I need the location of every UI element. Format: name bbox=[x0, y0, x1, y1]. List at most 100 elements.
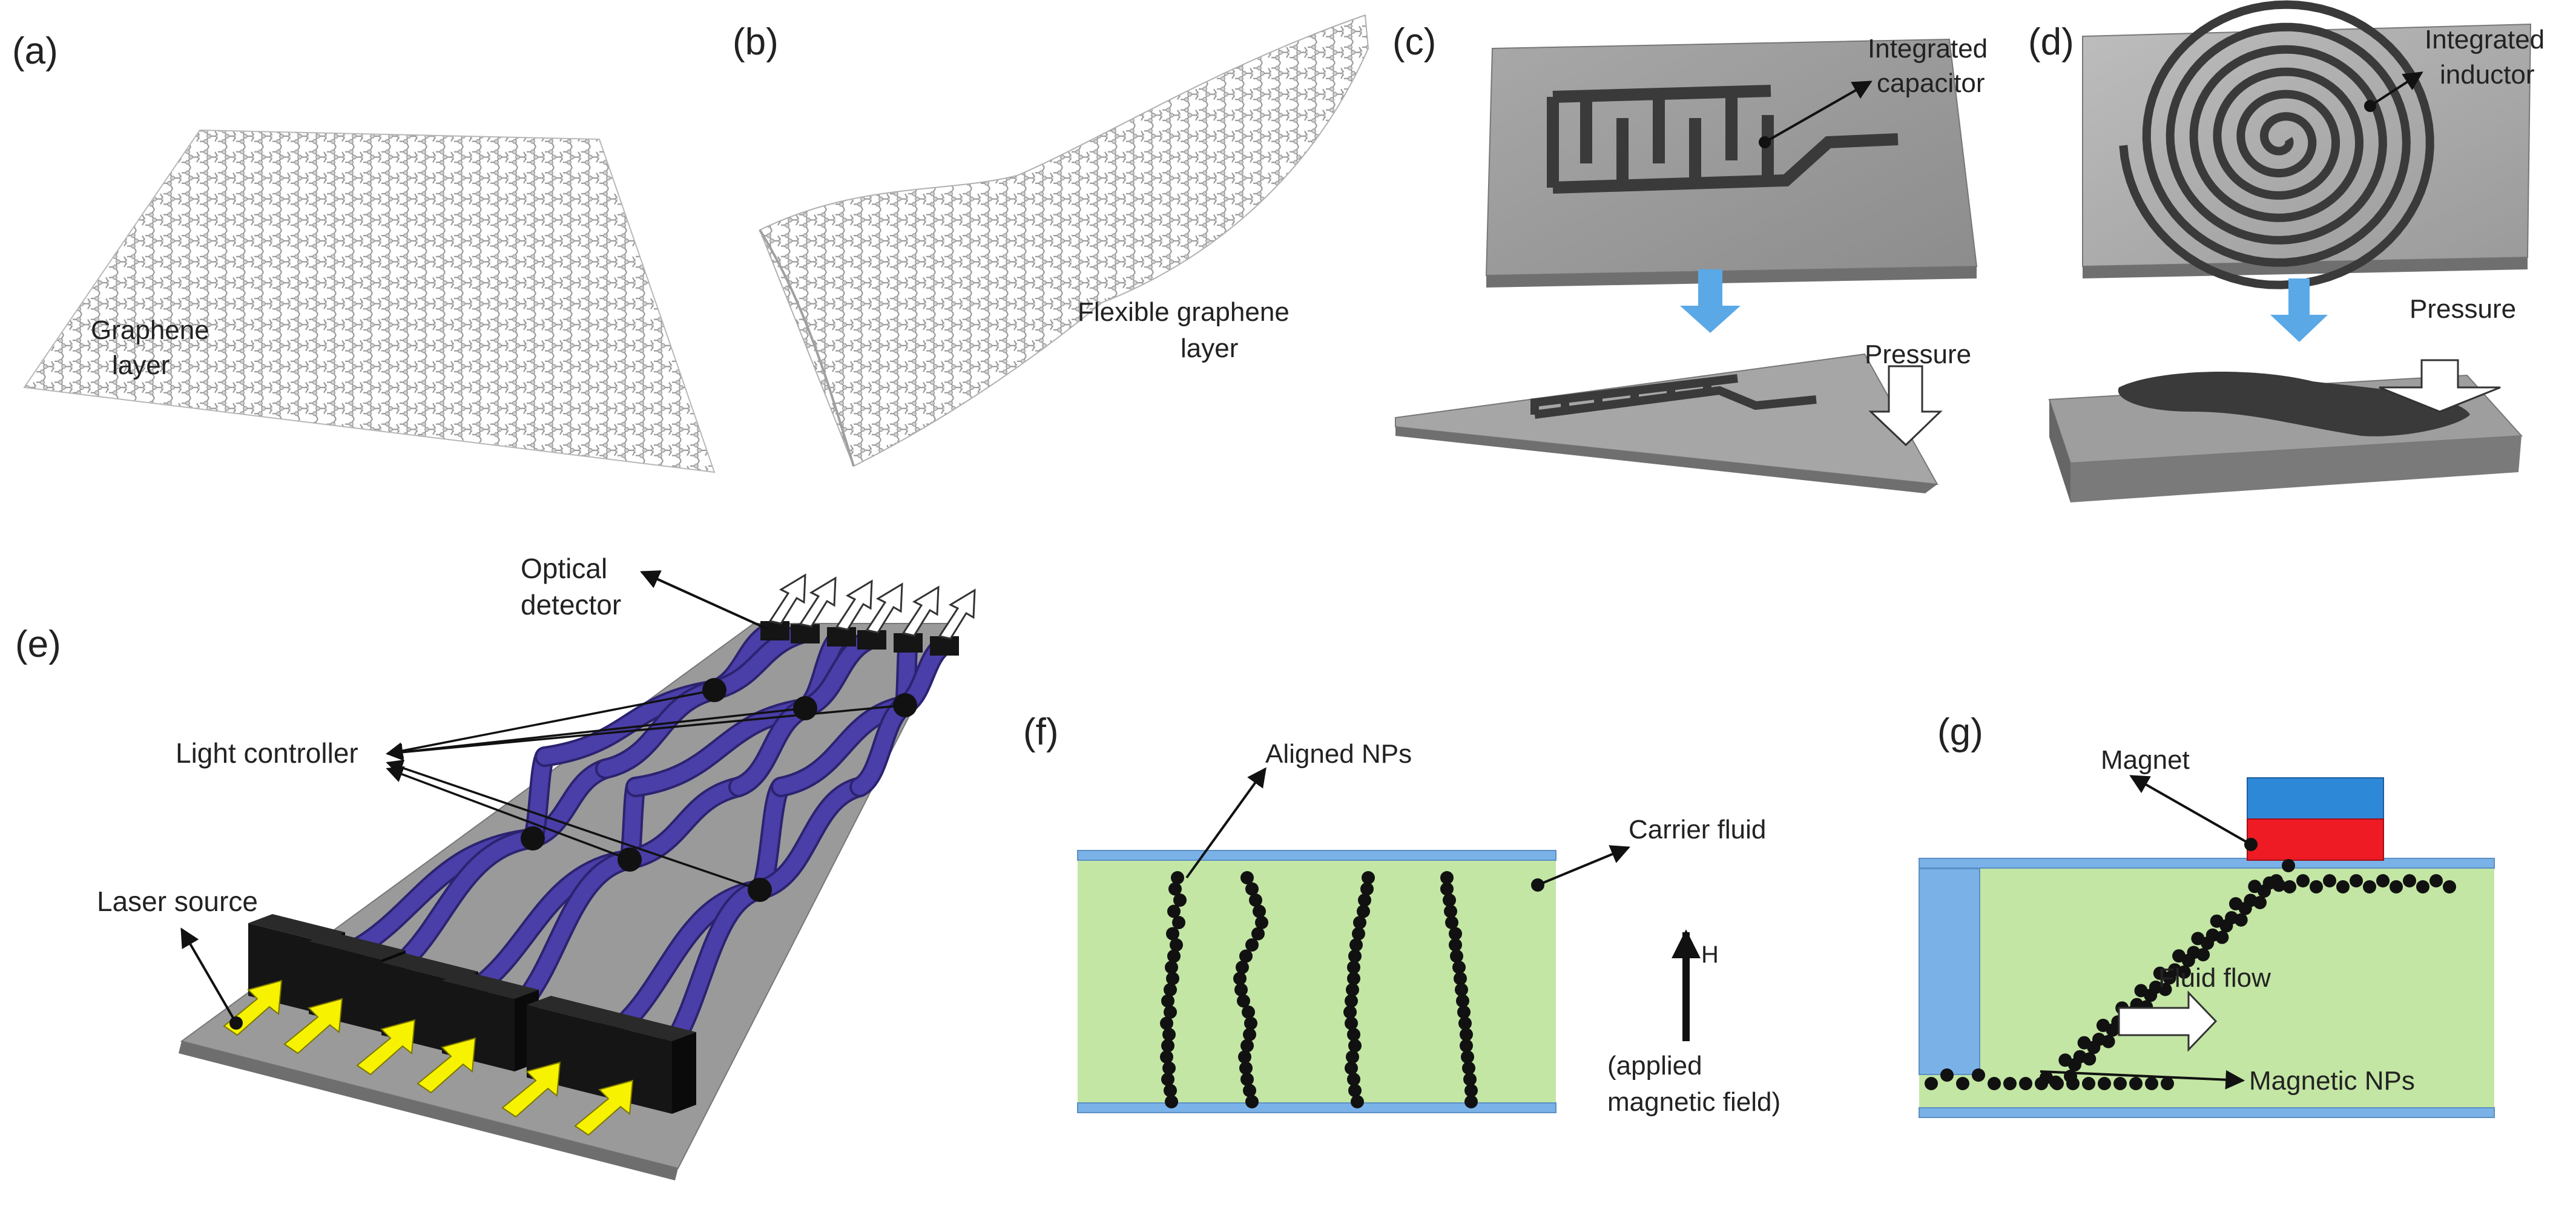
nanoparticle bbox=[1234, 983, 1248, 996]
laser-source-pointer bbox=[180, 927, 237, 1024]
nanoparticle bbox=[1349, 938, 1363, 952]
nanoparticle bbox=[1348, 1039, 1362, 1053]
channel-bottom-wall-g bbox=[1919, 1107, 2495, 1118]
nanoparticle bbox=[1458, 1016, 1472, 1030]
nanoparticle bbox=[1249, 893, 1262, 907]
channel-top-wall-g bbox=[1919, 858, 2495, 869]
flexible-graphene-sheet bbox=[759, 14, 1369, 467]
compressed-inductor bbox=[2118, 371, 2470, 436]
nanoparticle bbox=[1240, 871, 1254, 884]
laser-input-arrow bbox=[356, 1019, 416, 1076]
nanoparticle bbox=[1444, 904, 1457, 918]
nanoparticle bbox=[2144, 989, 2158, 1002]
optical-detector-label-line1: Optical bbox=[521, 553, 607, 584]
panel-a-letter: (a) bbox=[12, 30, 58, 72]
light-controller-label: Light controller bbox=[176, 737, 358, 769]
applied-field-label-line2: magnetic field) bbox=[1607, 1087, 1780, 1117]
magnet-north bbox=[2247, 777, 2384, 820]
nanoparticle bbox=[1449, 927, 1462, 941]
nanoparticle bbox=[2270, 874, 2283, 887]
nanoparticle bbox=[1345, 994, 1358, 1008]
panel-e-letter: (e) bbox=[15, 624, 61, 665]
waveguide-segment bbox=[598, 682, 722, 777]
nanoparticle bbox=[1161, 994, 1174, 1008]
laser-input-arrow bbox=[417, 1037, 476, 1094]
nanoparticle bbox=[1925, 1077, 1938, 1090]
magnetic-nanoparticles bbox=[1925, 859, 2456, 1090]
nanoparticle bbox=[2161, 1077, 2174, 1090]
nanoparticle bbox=[1360, 882, 1374, 896]
flexible-graphene-label-line1: Flexible graphene bbox=[1078, 297, 1290, 327]
nanoparticle bbox=[1343, 1005, 1357, 1019]
detector-output-arrow bbox=[938, 588, 976, 640]
nanoparticle bbox=[1345, 1061, 1358, 1075]
detector-block bbox=[760, 621, 789, 640]
magnet-pointer bbox=[2129, 775, 2252, 846]
nanoparticle bbox=[1165, 961, 1178, 974]
nanoparticle bbox=[1245, 938, 1259, 952]
nanoparticle bbox=[2443, 880, 2456, 893]
fluid-flow-arrow bbox=[2118, 990, 2218, 1052]
carrier-fluid-pointer bbox=[1537, 845, 1630, 886]
nanoparticle bbox=[1445, 916, 1458, 929]
nanoparticle bbox=[1245, 882, 1259, 896]
nanoparticle bbox=[2336, 880, 2350, 893]
nanoparticle bbox=[1162, 1061, 1176, 1075]
nanoparticle bbox=[1164, 983, 1177, 996]
nanoparticle bbox=[1351, 1095, 1364, 1108]
nanoparticle bbox=[1348, 1084, 1362, 1097]
carrier-fluid-channel bbox=[1078, 854, 1556, 1108]
waveguide-segment bbox=[752, 779, 868, 898]
nanoparticle bbox=[2087, 1041, 2101, 1055]
graphene-label-line2: layer bbox=[112, 350, 170, 380]
panel-a: (a) Graphene layer bbox=[12, 30, 716, 473]
nanoparticle bbox=[2158, 982, 2172, 996]
aligned-nps-pointer bbox=[1185, 767, 1267, 879]
nanoparticle bbox=[2163, 971, 2176, 985]
nanoparticle bbox=[1346, 1050, 1359, 1064]
nanoparticle bbox=[1956, 1077, 1969, 1090]
nanoparticle bbox=[1167, 904, 1181, 918]
nanoparticle bbox=[1167, 949, 1181, 963]
nanoparticle bbox=[1171, 871, 1184, 884]
nanoparticle bbox=[2282, 859, 2295, 872]
panel-d-letter: (d) bbox=[2028, 21, 2074, 63]
nanoparticle bbox=[1347, 1028, 1360, 1041]
inductor-label-line1: Integrated bbox=[2425, 25, 2545, 54]
nanoparticle bbox=[1251, 927, 1265, 941]
nanoparticle bbox=[1464, 1084, 1478, 1097]
nanoparticle bbox=[2234, 913, 2248, 927]
waveguide-segment bbox=[773, 697, 913, 795]
nanoparticle bbox=[2201, 936, 2215, 950]
nanoparticle bbox=[2129, 1077, 2143, 1090]
nanoparticle bbox=[2376, 874, 2390, 887]
nanoparticle bbox=[2416, 880, 2429, 893]
nanoparticle bbox=[1450, 949, 1463, 963]
detector-output-arrow bbox=[835, 579, 873, 631]
nanoparticle bbox=[1440, 882, 1454, 896]
nanoparticle bbox=[2219, 919, 2233, 933]
nanoparticle bbox=[1460, 1028, 1473, 1041]
nanoparticle bbox=[1238, 1050, 1251, 1064]
aligned-nps-label: Aligned NPs bbox=[1265, 739, 1412, 769]
detector-block bbox=[791, 624, 820, 643]
nanoparticle bbox=[1362, 871, 1375, 884]
nanoparticle bbox=[1236, 961, 1249, 974]
magnet-south bbox=[2247, 818, 2384, 861]
nanoparticle bbox=[1240, 1073, 1254, 1086]
nanoparticle bbox=[2363, 880, 2376, 893]
nanoparticle bbox=[2181, 953, 2195, 967]
nanoparticle bbox=[1352, 927, 1365, 941]
nanoparticle bbox=[2098, 1077, 2111, 1090]
waveguide-segment bbox=[622, 779, 746, 867]
field-h-label: H bbox=[1701, 941, 1719, 968]
nanoparticle bbox=[2390, 880, 2403, 893]
nanoparticle bbox=[1347, 961, 1360, 974]
nanoparticle bbox=[1242, 1005, 1255, 1019]
process-arrow-c bbox=[1680, 269, 1741, 333]
nanoparticle bbox=[1443, 893, 1456, 907]
capacitor-pointer bbox=[1764, 81, 1873, 143]
nanoparticle bbox=[1464, 1095, 1478, 1108]
nanoparticle bbox=[2177, 965, 2191, 979]
nanoparticle bbox=[2350, 874, 2363, 887]
